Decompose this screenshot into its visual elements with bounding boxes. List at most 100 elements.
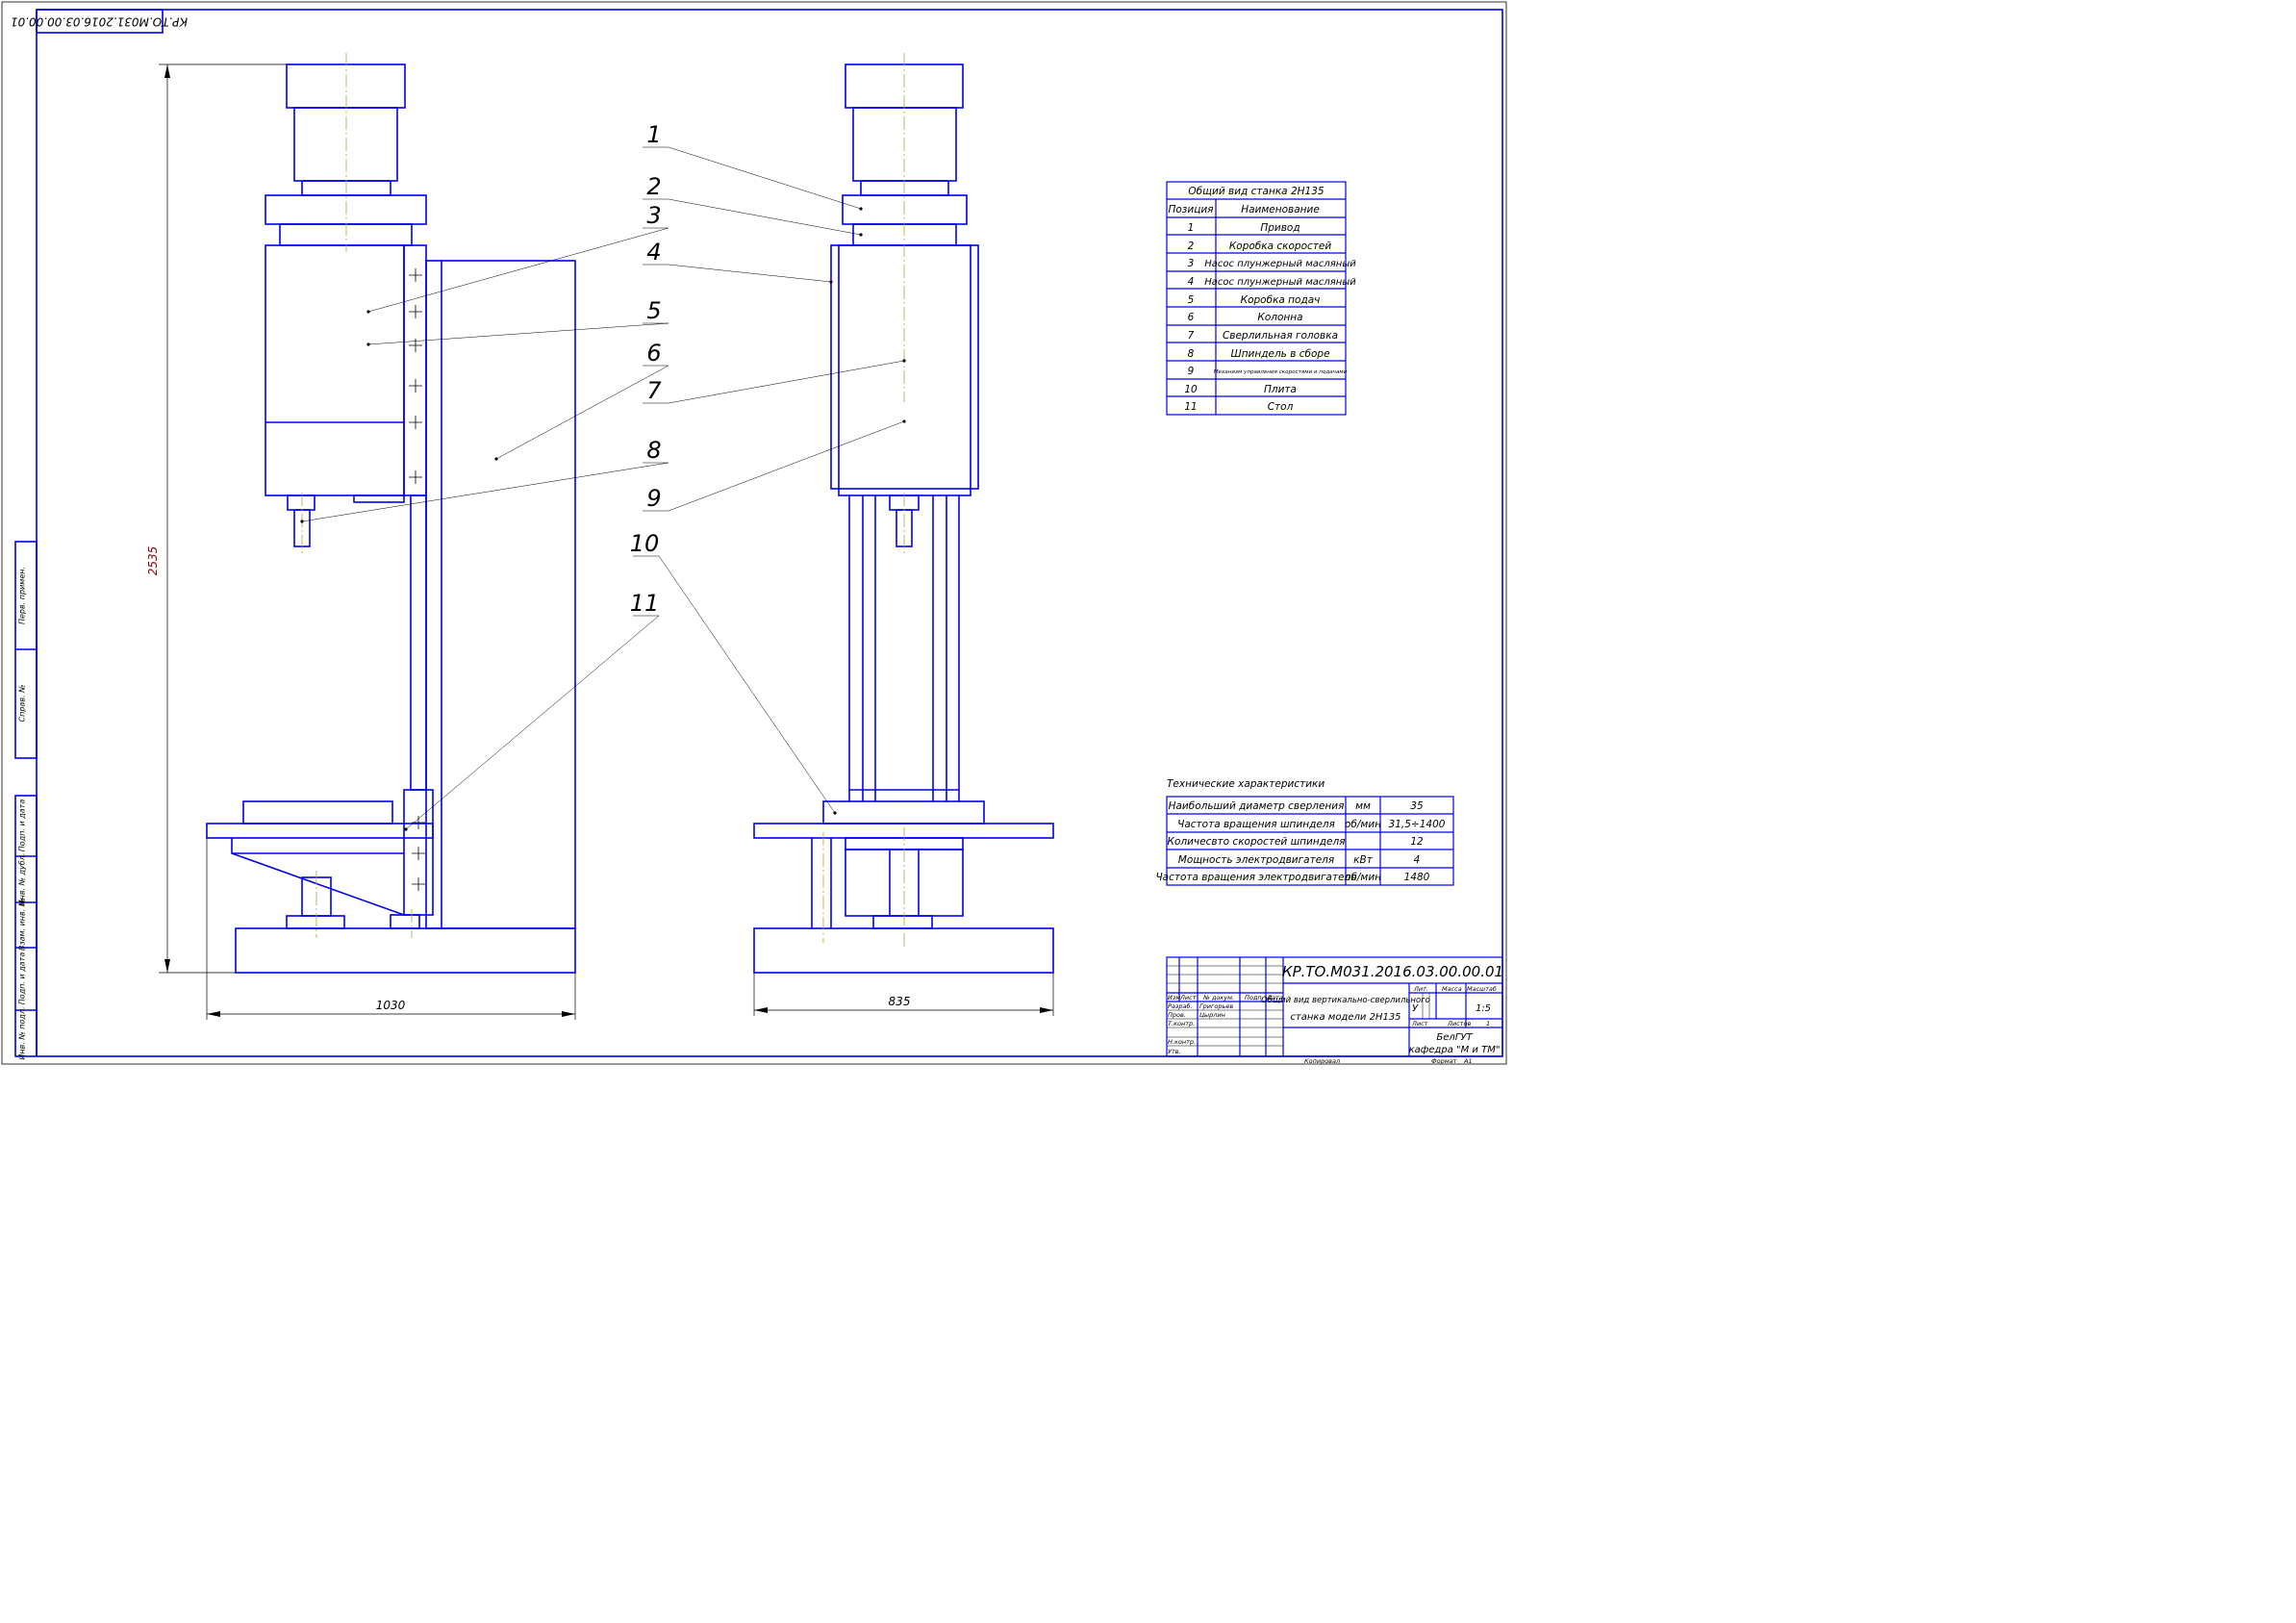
parts-name: Плита	[1264, 384, 1297, 395]
col-header: № докум.	[1202, 994, 1234, 1002]
org-line2: кафедра "М и ТМ"	[1409, 1045, 1501, 1055]
parts-name: Шпиндель в сборе	[1230, 348, 1329, 360]
leader-number-8: 8	[646, 437, 661, 464]
front-column	[848, 495, 960, 801]
motor-body	[293, 107, 398, 182]
parts-pos: 11	[1184, 401, 1197, 413]
drawing-frame	[36, 9, 1503, 1057]
spec-unit: об/мин	[1345, 872, 1381, 883]
outer-trim-border	[1, 1, 1507, 1065]
technical-drawing-sheet: КР.ТО.М031.2016.03.00.00.01 Перв. примен…	[1, 1, 1507, 1065]
stamp-label-2: Подп. и дата	[18, 799, 27, 852]
stamp-label-0: Перв. примен.	[18, 567, 27, 624]
parts-pos: 8	[1188, 348, 1195, 360]
stamp-label-6: Инв. № подл.	[18, 1006, 27, 1059]
format-label: Формат	[1431, 1057, 1457, 1065]
spec-unit: кВт	[1353, 854, 1374, 866]
base-plate	[235, 927, 576, 974]
title-name-line2: станка модели 2Н135	[1290, 1012, 1400, 1023]
table-top	[242, 800, 393, 824]
stamp-label-4: Взам. инв. №	[18, 899, 27, 951]
col-header: Дата	[1266, 994, 1283, 1002]
parts-name: Насос плунжерный масляный	[1204, 259, 1356, 269]
person-name: Цырлин	[1199, 1011, 1225, 1019]
col-header: Лист	[1179, 994, 1197, 1002]
column-rail	[410, 495, 427, 791]
leader-number-7: 7	[646, 377, 662, 404]
column	[425, 260, 576, 929]
leader-number-1: 1	[646, 121, 661, 148]
corner-code: КР.ТО.М031.2016.03.00.00.01	[11, 15, 188, 29]
dim-width-right: 835	[889, 995, 911, 1008]
side-stamp: Перв. примен. Справ. № Подп. и дата Инв.…	[14, 541, 38, 1060]
org-line1: БелГУТ	[1436, 1032, 1473, 1043]
role-label: Разраб.	[1168, 1002, 1193, 1010]
spec-value: 35	[1410, 800, 1424, 812]
role-label: Пров.	[1168, 1011, 1186, 1019]
table-bracket	[231, 838, 405, 916]
parts-pos: 7	[1188, 330, 1195, 342]
spec-unit: мм	[1355, 800, 1371, 812]
title-name-line1: Общий вид вертикально-сверлильного	[1261, 996, 1430, 1005]
stamp-label-5: Подп. и дата	[18, 952, 27, 1005]
format-value: А1	[1463, 1057, 1473, 1065]
parts-header-name: Наименование	[1241, 204, 1320, 216]
leader-number-4: 4	[646, 239, 661, 266]
dimensions	[159, 63, 1054, 1020]
specs-table: Наибольший диаметр сверления мм 35 Часто…	[1155, 796, 1454, 886]
parts-pos: 9	[1188, 366, 1195, 377]
parts-name: Коробка скоростей	[1229, 241, 1332, 252]
spec-name: Частота вращения электродвигателя	[1155, 872, 1356, 883]
spec-name: Наибольший диаметр сверления	[1169, 800, 1345, 812]
leader-number-11: 11	[630, 590, 660, 617]
col-header: Подп.	[1245, 994, 1264, 1002]
lit-value: У	[1412, 1003, 1419, 1014]
role-label: Н.контр.	[1168, 1038, 1196, 1046]
copied-label: Копировал	[1304, 1057, 1340, 1065]
leader-number-9: 9	[646, 485, 661, 512]
scale-value: 1:5	[1476, 1003, 1491, 1014]
mass-label: Масса	[1442, 985, 1462, 993]
sheet-label: Лист	[1411, 1020, 1428, 1027]
front-base-plate	[753, 927, 1054, 974]
stamp-label-3: Инв. № дубл.	[18, 853, 27, 906]
spec-unit: об/мин	[1345, 819, 1381, 830]
parts-name: Привод	[1260, 222, 1299, 234]
front-drilling-head	[838, 244, 971, 496]
dim-width-left: 1030	[376, 999, 406, 1012]
parts-name: Стол	[1268, 401, 1294, 413]
front-head-frame	[830, 244, 979, 490]
parts-pos: 6	[1188, 312, 1195, 323]
spec-name: Количесвто скоростей шпинделя	[1168, 836, 1346, 848]
gearbox-plate	[265, 194, 427, 225]
right-view	[753, 53, 1054, 974]
spec-value: 4	[1414, 854, 1421, 866]
parts-pos: 3	[1188, 258, 1195, 269]
sheets-label: Листов	[1447, 1020, 1471, 1027]
parts-name: Насос плунжерный масляный	[1204, 277, 1356, 288]
stamp-label-1: Справ. №	[18, 685, 27, 723]
parts-pos: 10	[1184, 384, 1198, 395]
spec-value: 31,5÷1400	[1389, 819, 1446, 830]
leader-number-2: 2	[646, 173, 661, 200]
spec-value: 1480	[1404, 872, 1430, 883]
front-table	[753, 823, 1054, 839]
role-label: Утв.	[1168, 1048, 1181, 1055]
leader-number-10: 10	[630, 530, 660, 557]
leaders	[300, 146, 906, 831]
motor-cap	[286, 63, 406, 109]
lit-label: Лит.	[1413, 985, 1428, 993]
parts-name: Механизм управления скоростями и подачам…	[1214, 369, 1348, 375]
parts-table-title: Общий вид станка 2Н135	[1188, 186, 1324, 197]
sheets-value: 1	[1486, 1020, 1490, 1027]
title-block	[1166, 956, 1503, 1057]
head-guide	[403, 244, 427, 496]
role-label: Т.контр.	[1168, 1020, 1195, 1027]
parts-pos: 1	[1188, 222, 1195, 234]
bolt-marks	[409, 268, 422, 484]
parts-table: Общий вид станка 2Н135 Позиция Наименова…	[1166, 181, 1356, 416]
drilling-head	[265, 244, 405, 496]
spec-value: 12	[1410, 836, 1424, 848]
spindle-collar	[287, 495, 315, 511]
spec-name: Мощность электродвигателя	[1178, 854, 1334, 866]
